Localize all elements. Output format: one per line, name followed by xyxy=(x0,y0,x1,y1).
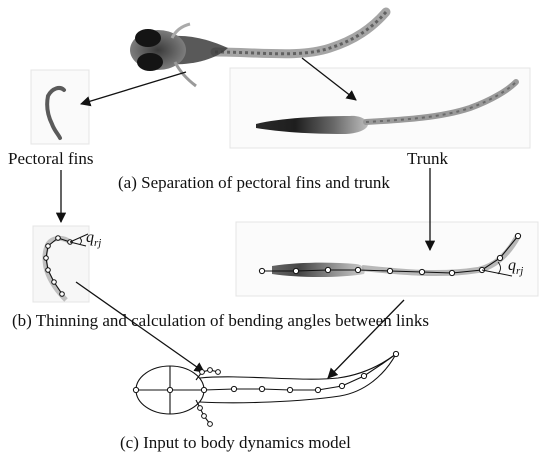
model-joint xyxy=(287,387,292,392)
trunk-joint xyxy=(515,233,520,238)
caption-a: (a) Separation of pectoral fins and trun… xyxy=(118,174,390,191)
model-joint xyxy=(231,386,236,391)
model-spine xyxy=(204,354,396,390)
model-fin-joint xyxy=(202,414,207,419)
fin-crop-panel xyxy=(31,70,89,144)
model-fin-joint xyxy=(200,370,205,375)
model-joint xyxy=(167,387,172,392)
fin-joint xyxy=(60,292,65,297)
model-fin-lower xyxy=(196,400,210,424)
caption-c: (c) Input to body dynamics model xyxy=(120,434,351,451)
trunk-joint xyxy=(355,267,360,272)
model-joint xyxy=(133,387,138,392)
fin-joint xyxy=(46,268,51,273)
trunk-joint xyxy=(293,268,298,273)
trunk-joint xyxy=(419,269,424,274)
dynamics-model xyxy=(136,354,396,424)
trunk-joint xyxy=(259,268,264,273)
caption-b: (b) Thinning and calculation of bending … xyxy=(12,312,429,329)
larva-tail xyxy=(215,12,386,54)
larva-eye-top xyxy=(135,29,161,47)
trunk-joint xyxy=(497,255,502,260)
angle-label-trunk: qrj xyxy=(508,258,523,277)
model-fin-joint xyxy=(216,370,221,375)
trunk-joint xyxy=(387,268,392,273)
model-joint xyxy=(201,387,206,392)
fin-joint xyxy=(52,280,57,285)
fin-skeleton-panel xyxy=(33,226,89,302)
model-joint xyxy=(259,386,264,391)
angle-label-fin: qrj xyxy=(86,230,101,249)
larva-eye-bottom xyxy=(137,53,163,71)
model-fin-joint xyxy=(198,406,203,411)
model-fin-joint xyxy=(208,368,213,373)
model-fin-joint xyxy=(208,422,213,427)
fin-joint xyxy=(46,244,51,249)
model-joint xyxy=(339,383,344,388)
trunk-crop-panel xyxy=(230,68,530,148)
fin-joint xyxy=(56,236,61,241)
fin-joint xyxy=(44,256,49,261)
trunk-joint xyxy=(325,267,330,272)
label-trunk: Trunk xyxy=(407,150,448,167)
model-joint xyxy=(315,387,320,392)
trunk-skeleton-panel xyxy=(236,222,538,296)
model-joint xyxy=(361,373,366,378)
trunk-joint xyxy=(449,270,454,275)
arrow-to-fin xyxy=(81,72,186,104)
model-joint xyxy=(393,351,398,356)
label-pectoral-fins: Pectoral fins xyxy=(8,150,93,167)
